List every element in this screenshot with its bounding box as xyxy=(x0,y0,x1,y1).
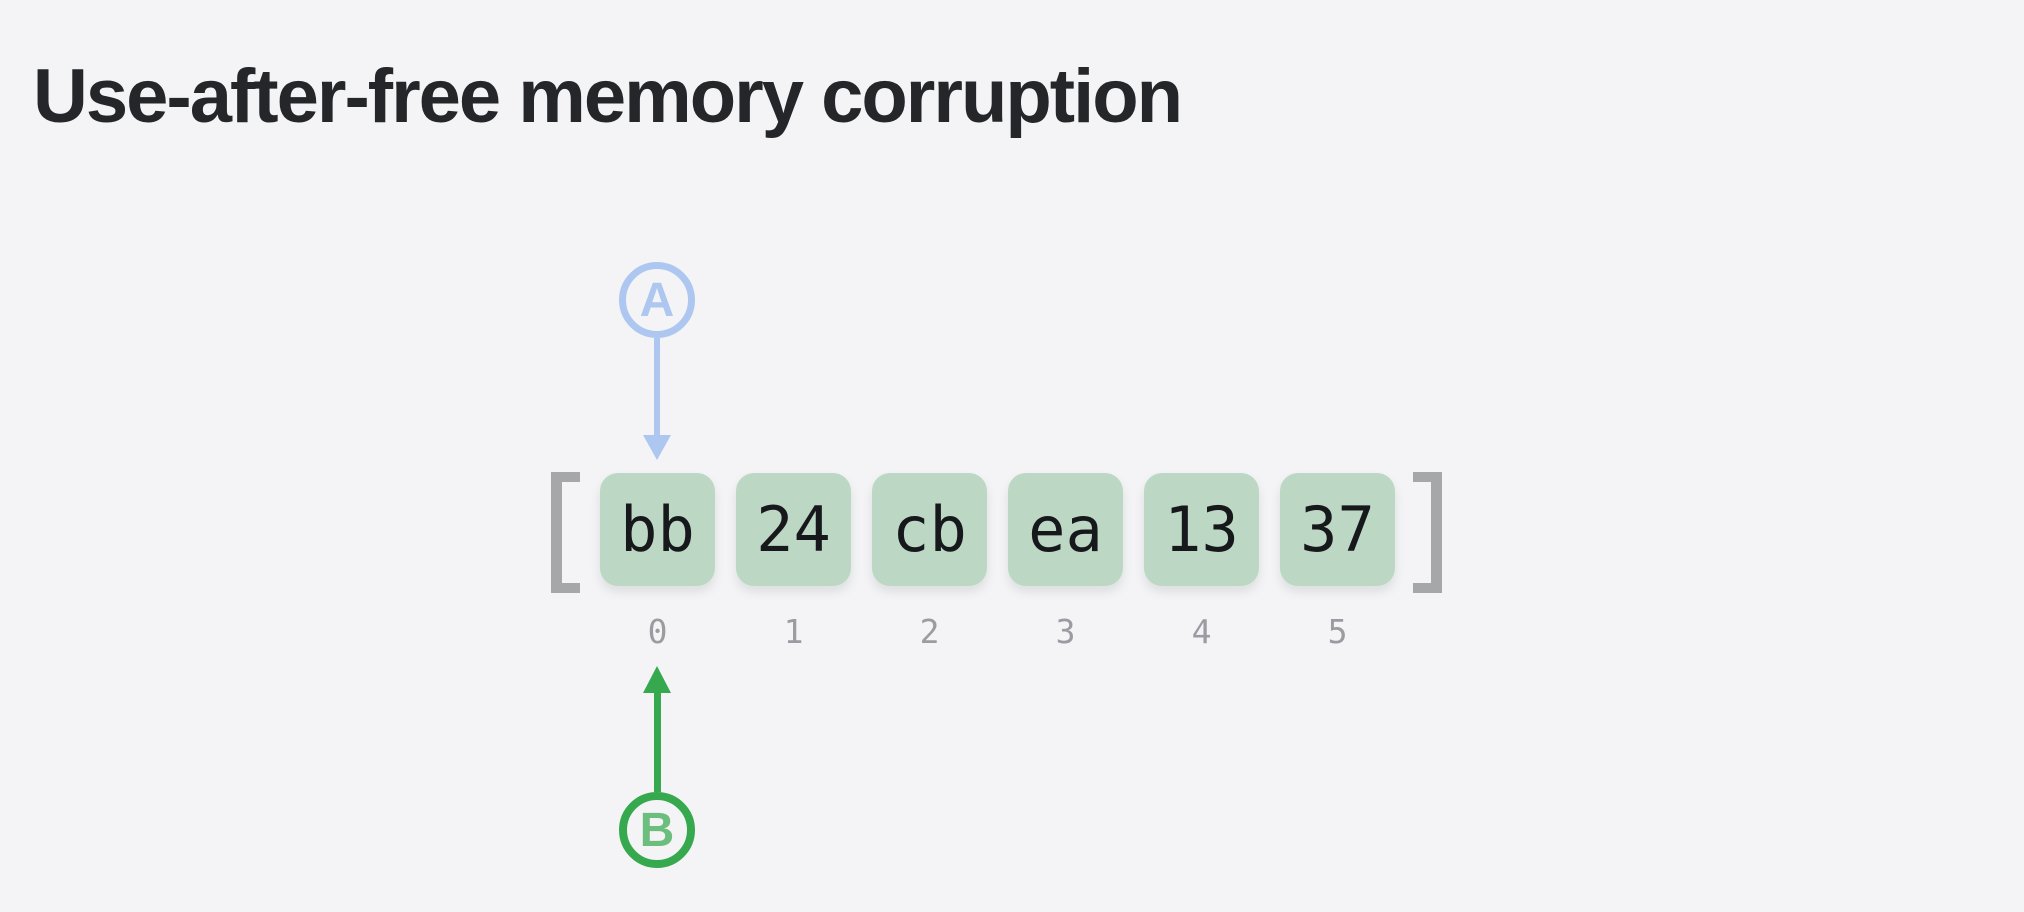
memory-cell: ea xyxy=(1008,473,1123,586)
pointer-b-label: B xyxy=(639,803,675,857)
arrow-up-icon xyxy=(643,666,671,693)
cell-index: 0 xyxy=(647,612,668,651)
cell-index: 2 xyxy=(919,612,940,651)
memory-cell: 24 xyxy=(736,473,851,586)
memory-cell: cb xyxy=(872,473,987,586)
memory-cell-value: bb xyxy=(620,493,695,566)
pointer-b: B xyxy=(619,666,695,868)
memory-cell: 13 xyxy=(1144,473,1259,586)
memory-cell-value: 13 xyxy=(1164,493,1239,566)
pointer-b-badge: B xyxy=(619,792,695,868)
memory-cell-value: ea xyxy=(1028,493,1103,566)
memory-cell-value: cb xyxy=(892,493,967,566)
pointer-a-badge: A xyxy=(619,262,695,338)
cell-index: 4 xyxy=(1191,612,1212,651)
memory-cell: bb xyxy=(600,473,715,586)
pointer-a: A xyxy=(619,262,695,460)
memory-cell-value: 24 xyxy=(756,493,831,566)
left-bracket xyxy=(551,472,580,593)
right-bracket xyxy=(1413,472,1442,593)
pointer-b-arrow-line xyxy=(653,693,661,792)
index-row: 0 1 2 3 4 5 xyxy=(600,615,1395,648)
cell-index: 3 xyxy=(1055,612,1076,651)
memory-array: bb 24 cb ea 13 37 xyxy=(551,472,1442,593)
memory-cells: bb 24 cb ea 13 37 xyxy=(600,473,1395,586)
pointer-a-arrow-line xyxy=(654,338,660,435)
cell-index: 1 xyxy=(783,612,804,651)
memory-cell-value: 37 xyxy=(1300,493,1375,566)
cell-index: 5 xyxy=(1327,612,1348,651)
pointer-a-label: A xyxy=(639,273,675,327)
arrow-down-icon xyxy=(643,435,671,460)
memory-cell: 37 xyxy=(1280,473,1395,586)
page-title: Use-after-free memory corruption xyxy=(33,53,1183,139)
